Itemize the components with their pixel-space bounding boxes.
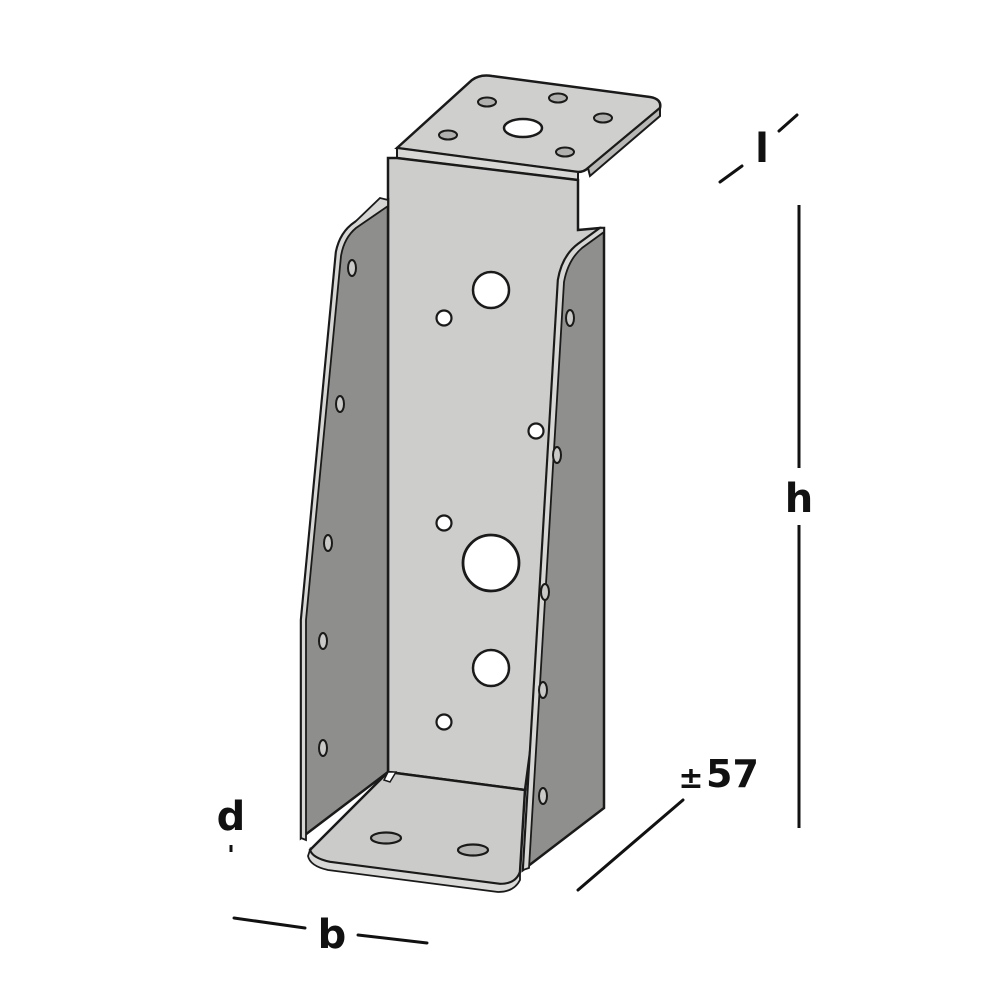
dimension-h: h: [785, 205, 813, 828]
seat-hole: [456, 843, 490, 857]
dimension-value-depth: 57: [706, 752, 759, 796]
side-hole: [538, 681, 548, 699]
side-hole: [540, 583, 550, 601]
flange-center-hole: [502, 117, 544, 139]
top-flange: [394, 74, 662, 182]
side-hole: [552, 446, 562, 464]
flange-hole: [555, 146, 575, 158]
flange-hole: [548, 92, 568, 104]
back-hole-large: [471, 648, 511, 688]
dimension-label-l: l: [755, 126, 769, 172]
dimension-depth: ± 57: [576, 752, 759, 892]
back-hole-small: [435, 514, 453, 532]
seat-hole: [369, 831, 403, 845]
left-side-plate: [299, 197, 390, 842]
dimension-b: b: [232, 912, 429, 958]
flange-hole: [593, 112, 613, 124]
side-hole: [538, 787, 548, 805]
flange-hole: [438, 129, 458, 141]
dimension-l: l: [718, 113, 799, 184]
side-hole: [565, 309, 575, 327]
dimension-d: d: [217, 794, 246, 852]
right-side-plate: [521, 226, 606, 873]
back-hole-small: [435, 309, 453, 327]
back-hole-small: [435, 713, 453, 731]
dimension-label-b: b: [318, 912, 347, 958]
side-hole: [318, 739, 328, 757]
tolerance-symbol: ±: [678, 761, 703, 796]
side-hole: [318, 632, 328, 650]
back-hole-large: [471, 270, 511, 310]
side-hole: [347, 259, 357, 277]
flange-hole: [477, 96, 497, 108]
side-hole: [323, 534, 333, 552]
bottom-seat: [307, 770, 527, 893]
back-hole-xlarge: [461, 533, 521, 593]
back-hole-small: [527, 422, 545, 440]
side-hole: [335, 395, 345, 413]
dimension-label-d: d: [217, 794, 246, 840]
dimension-label-h: h: [785, 476, 813, 522]
